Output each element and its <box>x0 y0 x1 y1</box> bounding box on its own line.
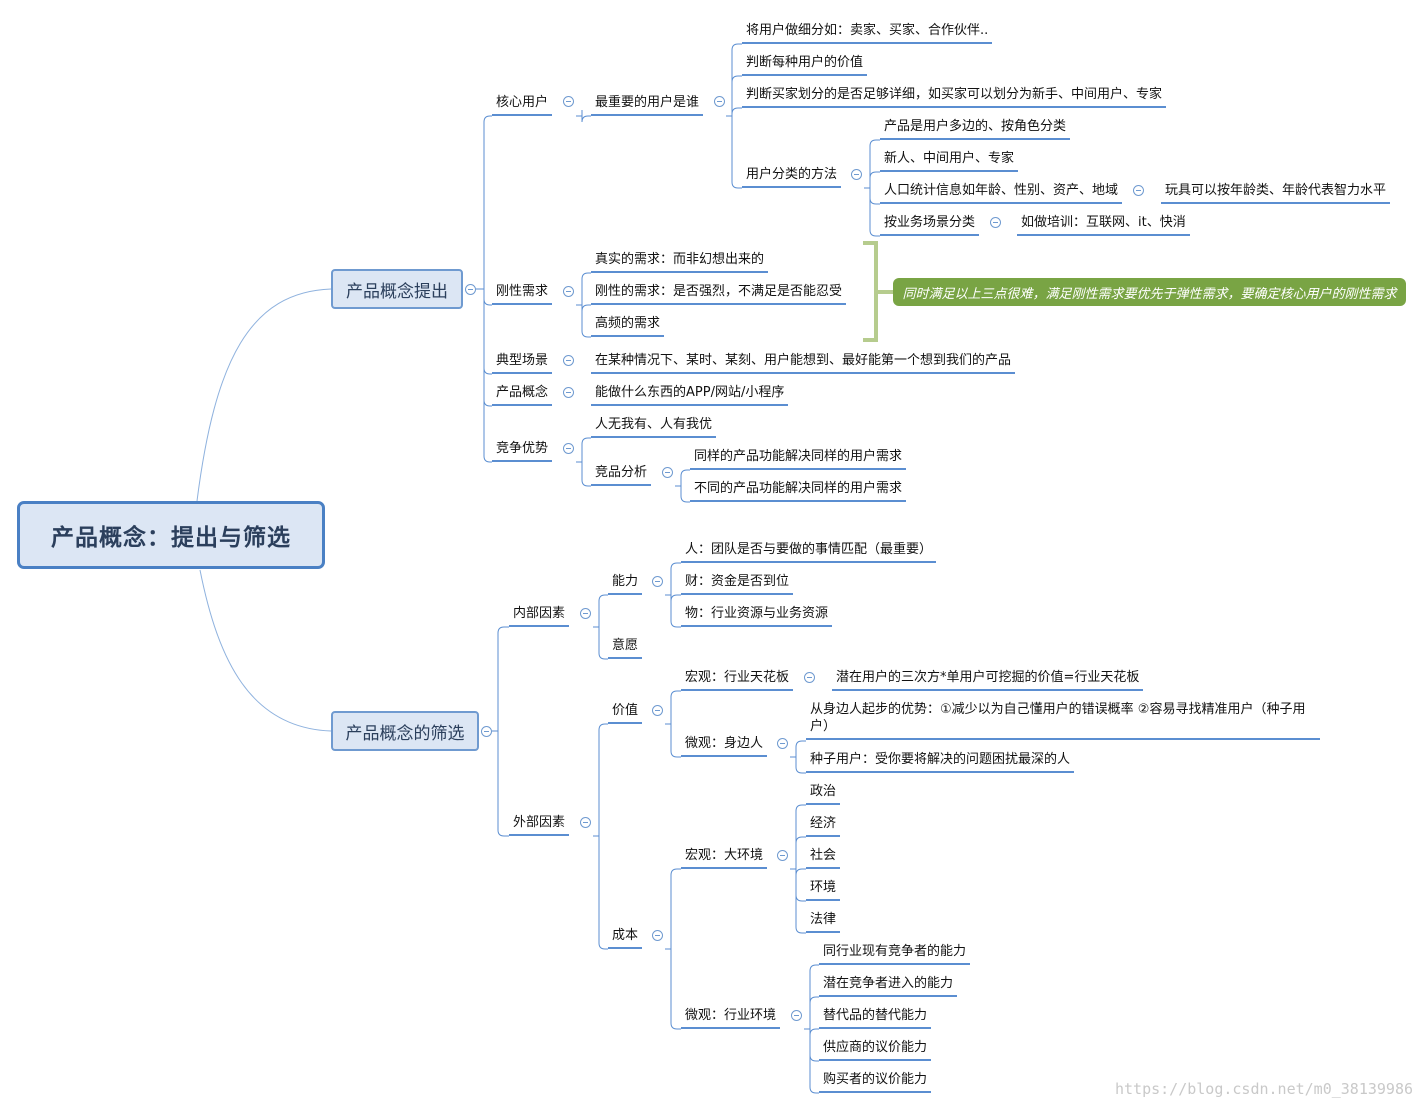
fork-link <box>804 964 819 1094</box>
topic-micro-people[interactable]: 微观：身边人 <box>681 735 768 757</box>
topic-seed-users[interactable]: 种子用户：受你要将解决的问题困扰最深的人 <box>806 751 1075 773</box>
collapse-icon[interactable] <box>563 286 574 297</box>
topic-classification-methods[interactable]: 用户分类的方法 <box>742 166 842 188</box>
topic-environment[interactable]: 环境 <box>806 879 841 901</box>
topic-macro-ceiling[interactable]: 宏观：行业天花板 <box>681 669 794 691</box>
topic-society[interactable]: 社会 <box>806 847 841 869</box>
topic-economy[interactable]: 经济 <box>806 815 841 837</box>
topic-politics[interactable]: 政治 <box>806 783 841 805</box>
topic-competitor-analysis[interactable]: 竞品分析 <box>591 464 652 486</box>
root-link <box>196 288 332 502</box>
root-topic[interactable]: 产品概念：提出与筛选 <box>17 501 325 569</box>
collapse-icon[interactable] <box>465 284 476 295</box>
topic-external-factors[interactable]: 外部因素 <box>509 814 570 836</box>
topic-most-important-user[interactable]: 最重要的用户是谁 <box>591 94 704 116</box>
topic-role-classification[interactable]: 产品是用户多边的、按角色分类 <box>880 118 1071 140</box>
collapse-icon[interactable] <box>714 96 725 107</box>
fork-link <box>576 437 591 487</box>
topic-buyer-power[interactable]: 购买者的议价能力 <box>819 1071 932 1093</box>
collapse-icon[interactable] <box>652 576 663 587</box>
topic-scene-detail[interactable]: 在某种情况下、某时、某刻、用户能想到、最好能第一个想到我们的产品 <box>591 352 1016 374</box>
collapse-icon[interactable] <box>777 738 788 749</box>
fork-link <box>593 594 608 660</box>
summary-callout[interactable]: 同时满足以上三点很难，满足刚性需求要优先于弹性需求，要确定核心用户的刚性需求 <box>893 278 1406 306</box>
topic-substitutes[interactable]: 替代品的替代能力 <box>819 1007 932 1029</box>
topic-real-demand[interactable]: 真实的需求：而非幻想出来的 <box>591 251 769 273</box>
fork-link <box>665 562 681 628</box>
fork-link <box>726 43 742 189</box>
topic-funding[interactable]: 财：资金是否到位 <box>681 573 794 595</box>
topic-ceiling-formula[interactable]: 潜在用户的三次方*单用户可挖掘的价值=行业天花板 <box>832 669 1144 691</box>
topic-nearby-advantage[interactable]: 从身边人起步的优势：①减少以为自己懂用户的错误概率 ②容易寻找精准用户（种子用户… <box>806 701 1320 740</box>
topic-internal-factors[interactable]: 内部因素 <box>509 605 570 627</box>
topic-strong-demand[interactable]: 刚性的需求：是否强烈，不满足是否能忍受 <box>591 283 847 305</box>
topic-team[interactable]: 人：团队是否与要做的事情匹配（最重要） <box>681 541 937 563</box>
topic-ability[interactable]: 能力 <box>608 573 643 595</box>
topic-competitive-advantage[interactable]: 竞争优势 <box>492 440 553 462</box>
branch-concept-proposal[interactable]: 产品概念提出 <box>331 269 463 309</box>
topic-product-concept[interactable]: 产品概念 <box>492 384 553 406</box>
root-link <box>199 569 332 732</box>
topic-law[interactable]: 法律 <box>806 911 841 933</box>
topic-supplier-power[interactable]: 供应商的议价能力 <box>819 1039 932 1061</box>
fork-link <box>492 626 509 837</box>
fork-link <box>576 272 591 338</box>
branch-concept-screening[interactable]: 产品概念的筛选 <box>331 711 479 751</box>
collapse-icon[interactable] <box>652 705 663 716</box>
topic-advantage-detail[interactable]: 人无我有、人有我优 <box>591 416 717 438</box>
topic-demographics[interactable]: 人口统计信息如年龄、性别、资产、地域 <box>880 182 1123 204</box>
topic-resources[interactable]: 物：行业资源与业务资源 <box>681 605 833 627</box>
topic-potential-entrants[interactable]: 潜在竞争者进入的能力 <box>819 975 958 997</box>
collapse-icon[interactable] <box>791 1010 802 1021</box>
fork-link <box>790 740 806 774</box>
topic-typical-scene[interactable]: 典型场景 <box>492 352 553 374</box>
collapse-icon[interactable] <box>580 608 591 619</box>
collapse-icon[interactable] <box>563 96 574 107</box>
callout-bracket <box>863 241 893 342</box>
collapse-icon[interactable] <box>580 817 591 828</box>
fork-link <box>790 804 806 934</box>
topic-macro-environment[interactable]: 宏观：大环境 <box>681 847 768 869</box>
collapse-icon[interactable] <box>563 387 574 398</box>
collapse-icon[interactable] <box>563 443 574 454</box>
fork-link <box>665 868 681 1030</box>
collapse-icon[interactable] <box>662 467 673 478</box>
topic-business-scene[interactable]: 按业务场景分类 <box>880 214 980 236</box>
topic-core-users[interactable]: 核心用户 <box>492 94 553 116</box>
topic-user-segmentation[interactable]: 将用户做细分如：卖家、买家、合作伙伴.. <box>742 22 993 44</box>
collapse-icon[interactable] <box>804 672 815 683</box>
fork-link <box>665 690 681 758</box>
topic-same-feature[interactable]: 同样的产品功能解决同样的用户需求 <box>690 448 907 470</box>
fork-link <box>576 110 591 123</box>
collapse-icon[interactable] <box>851 169 862 180</box>
topic-user-value[interactable]: 判断每种用户的价值 <box>742 54 868 76</box>
topic-rigid-demand[interactable]: 刚性需求 <box>492 283 553 305</box>
watermark: https://blog.csdn.net/m0_38139986 <box>1114 1080 1413 1098</box>
collapse-icon[interactable] <box>1133 185 1144 196</box>
collapse-icon[interactable] <box>990 217 1001 228</box>
fork-link <box>864 139 880 237</box>
topic-value[interactable]: 价值 <box>608 702 643 724</box>
collapse-icon[interactable] <box>652 930 663 941</box>
topic-different-feature[interactable]: 不同的产品功能解决同样的用户需求 <box>690 480 907 502</box>
collapse-icon[interactable] <box>777 850 788 861</box>
topic-toy-example[interactable]: 玩具可以按年龄类、年龄代表智力水平 <box>1161 182 1391 204</box>
topic-micro-industry[interactable]: 微观：行业环境 <box>681 1007 781 1029</box>
collapse-icon[interactable] <box>481 726 492 737</box>
fork-link <box>593 723 608 950</box>
collapse-icon[interactable] <box>563 355 574 366</box>
topic-concept-detail[interactable]: 能做什么东西的APP/网站/小程序 <box>591 384 789 406</box>
topic-level-classification[interactable]: 新人、中间用户、专家 <box>880 150 1019 172</box>
topic-training-example[interactable]: 如做培训：互联网、it、快消 <box>1017 214 1190 236</box>
topic-existing-competitors[interactable]: 同行业现有竞争者的能力 <box>819 943 971 965</box>
topic-frequent-demand[interactable]: 高频的需求 <box>591 315 665 337</box>
topic-willingness[interactable]: 意愿 <box>608 637 643 659</box>
topic-buyer-detail[interactable]: 判断买家划分的是否足够详细，如买家可以划分为新手、中间用户、专家 <box>742 86 1167 108</box>
fork-link <box>675 469 690 503</box>
fork-link <box>476 115 492 463</box>
topic-cost[interactable]: 成本 <box>608 927 643 949</box>
